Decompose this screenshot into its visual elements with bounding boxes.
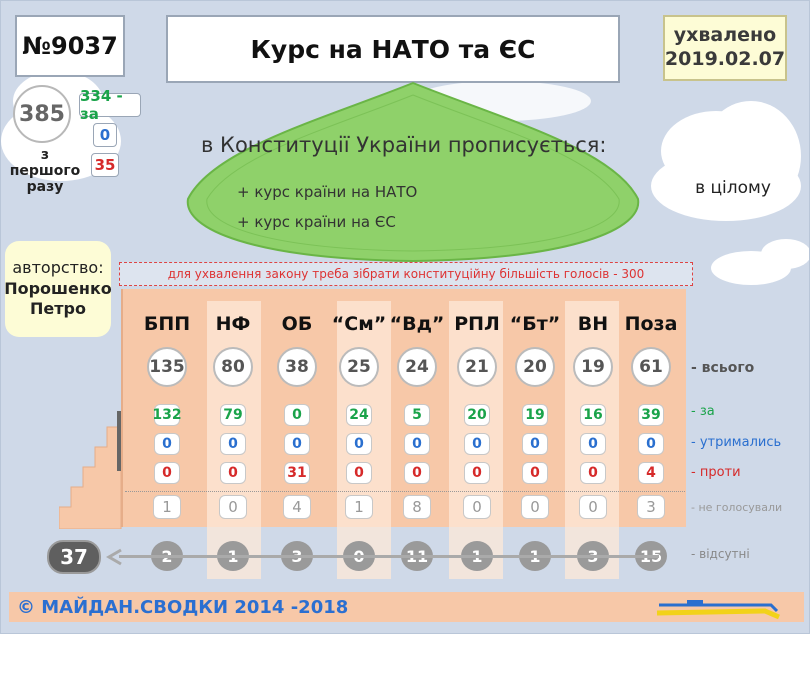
faction-against-count: 0 xyxy=(522,462,548,484)
summary-item: + курс країни на НАТО xyxy=(237,183,418,201)
faction-total: 135 xyxy=(147,347,187,387)
first-reading-for: 334 - за xyxy=(79,87,141,123)
absent-track xyxy=(119,555,659,558)
faction-name: БПП xyxy=(143,313,191,335)
faction-against-count: 31 xyxy=(284,462,310,484)
page-title: Курс на НАТО та ЄС xyxy=(166,15,620,83)
faction-against-count: 0 xyxy=(464,462,490,484)
faction-against-count: 0 xyxy=(154,462,180,484)
infographic-canvas: №9037 Курс на НАТО та ЄС ухвалено 2019.0… xyxy=(0,0,810,634)
faction-abstained-count: 0 xyxy=(638,433,664,455)
footer: © МАЙДАН.СВОДКИ 2014 -2018 xyxy=(9,592,804,622)
row-label-for: - за xyxy=(691,404,715,419)
faction-for-count: 19 xyxy=(522,404,548,426)
faction-not-voted-count: 8 xyxy=(403,495,431,519)
faction-name: Поза xyxy=(624,313,678,335)
majority-notice: для ухвалення закону треба зібрати конст… xyxy=(119,262,693,286)
whole-reading-label: в цілому xyxy=(695,178,771,198)
faction-name: РПЛ xyxy=(454,313,500,335)
faction-not-voted-count: 0 xyxy=(579,495,607,519)
faction-against-count: 0 xyxy=(580,462,606,484)
faction-total: 19 xyxy=(573,347,613,387)
cloud-decoration xyxy=(651,151,801,221)
copyright: © МАЙДАН.СВОДКИ 2014 -2018 xyxy=(17,596,349,618)
row-label-against: - проти xyxy=(691,465,741,480)
faction-total: 24 xyxy=(397,347,437,387)
faction-abstained-count: 0 xyxy=(580,433,606,455)
faction-total: 80 xyxy=(213,347,253,387)
faction-abstained-count: 0 xyxy=(154,433,180,455)
first-reading-label-line: з xyxy=(40,147,50,163)
faction-abstained-count: 0 xyxy=(464,433,490,455)
faction-not-voted-count: 1 xyxy=(153,495,181,519)
faction-name: ВН xyxy=(577,313,609,335)
absent-total: 37 xyxy=(47,540,101,574)
faction-name: ОБ xyxy=(281,313,313,335)
faction-for-count: 79 xyxy=(220,404,246,426)
summary-heading: в Конституції України прописується: xyxy=(201,133,607,157)
faction-for-count: 132 xyxy=(152,404,182,426)
faction-not-voted-count: 0 xyxy=(463,495,491,519)
faction-for-count: 39 xyxy=(638,404,664,426)
leaf-shape xyxy=(186,81,640,263)
faction-not-voted-count: 1 xyxy=(345,495,373,519)
faction-for-count: 24 xyxy=(346,404,372,426)
law-number: №9037 xyxy=(15,15,125,77)
approved-label: ухвалено xyxy=(673,24,777,47)
faction-abstained-count: 0 xyxy=(220,433,246,455)
faction-not-voted-count: 0 xyxy=(219,495,247,519)
approved-badge: ухвалено 2019.02.07 xyxy=(663,15,787,81)
author-name: Петро xyxy=(30,299,86,319)
ukraine-flag-icon xyxy=(656,600,780,620)
cloud-decoration xyxy=(761,239,809,269)
faction-not-voted-count: 4 xyxy=(283,495,311,519)
row-label-abstained: - утримались xyxy=(691,435,782,450)
faction-not-voted-count: 3 xyxy=(637,495,665,519)
first-reading-total: 385 xyxy=(13,85,71,143)
faction-name: “См” xyxy=(331,313,387,335)
faction-total: 25 xyxy=(339,347,379,387)
faction-name: НФ xyxy=(215,313,251,335)
faction-against-count: 0 xyxy=(404,462,430,484)
faction-against-count: 4 xyxy=(638,462,664,484)
faction-total: 61 xyxy=(631,347,671,387)
first-reading-abstained: 0 xyxy=(93,123,117,147)
faction-for-count: 5 xyxy=(404,404,430,426)
faction-for-count: 16 xyxy=(580,404,606,426)
faction-not-voted-count: 0 xyxy=(521,495,549,519)
faction-abstained-count: 0 xyxy=(404,433,430,455)
row-label-not-voted: - не голосували xyxy=(691,501,783,514)
first-reading-against: 35 xyxy=(91,153,119,177)
faction-name: “Вд” xyxy=(389,313,445,335)
row-label-total: - всього xyxy=(691,360,755,376)
faction-abstained-count: 0 xyxy=(346,433,372,455)
faction-name: “Бт” xyxy=(509,313,561,335)
faction-abstained-count: 0 xyxy=(522,433,548,455)
faction-total: 20 xyxy=(515,347,555,387)
first-reading-label: з першого разу xyxy=(9,147,81,195)
faction-abstained-count: 0 xyxy=(284,433,310,455)
faction-against-count: 0 xyxy=(346,462,372,484)
row-label-absent: - відсутні xyxy=(691,547,750,561)
authorship-card: авторство: Порошенко Петро xyxy=(4,241,112,337)
approved-date: 2019.02.07 xyxy=(664,48,786,70)
faction-for-count: 20 xyxy=(464,404,490,426)
first-reading-label-line: разу xyxy=(26,179,64,196)
first-reading-label-line: першого xyxy=(9,163,81,180)
faction-against-count: 0 xyxy=(220,462,246,484)
arrow-left-icon xyxy=(106,548,122,566)
stairs-decoration xyxy=(59,411,122,529)
author-name: Порошенко xyxy=(4,278,112,298)
faction-for-count: 0 xyxy=(284,404,310,426)
faction-total: 38 xyxy=(277,347,317,387)
divider xyxy=(125,491,685,492)
authorship-label: авторство: xyxy=(12,257,104,277)
summary-item: + курс країни на ЄС xyxy=(237,213,396,231)
faction-total: 21 xyxy=(457,347,497,387)
